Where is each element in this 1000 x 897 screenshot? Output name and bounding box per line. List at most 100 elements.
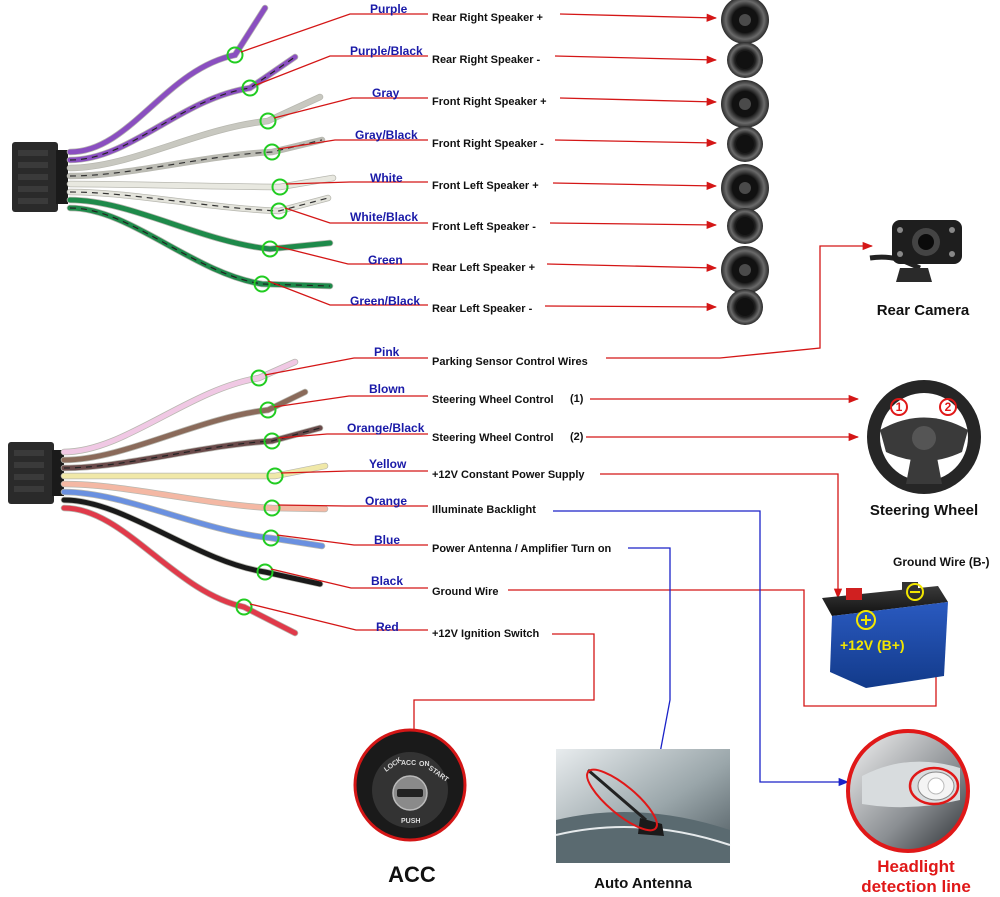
headlight-image [846,729,970,853]
bottom-wire-color-name: Black [371,574,403,588]
bottom-wire-color-name: Red [376,620,399,634]
speaker-icon [727,126,763,162]
speaker-icon [727,289,763,325]
splice-marker [263,143,281,161]
leader-line [285,181,428,185]
auto-antenna-label: Auto Antenna [594,875,692,892]
bottom-wire-function: +12V Ignition Switch [432,628,540,640]
rear-camera-icon [869,220,962,282]
bottom-wire-function: Power Antenna / Amplifier Turn on [432,543,612,555]
connection-arrow [544,302,718,312]
bottom-wire [61,481,328,512]
bottom-wire-function: Ground Wire [432,586,499,598]
speaker-icon [721,164,769,212]
acc-label: ACC [388,862,436,887]
ignition-key-icon [353,728,467,842]
splice-marker [270,202,288,220]
splice-marker [259,401,277,419]
top-wire-function: Rear Right Speaker + [432,12,543,24]
steering-button-2-label: 2 [945,400,952,414]
speaker-icon [721,80,769,128]
connection-arrow [554,55,718,64]
bottom-wire [61,505,298,636]
splice-marker [271,178,289,196]
speaker-icon [727,208,763,244]
bottom-wire-function: Parking Sensor Control Wires [432,356,588,368]
leader-line [273,395,428,408]
top-wire-stripe [69,207,331,287]
steering-wheel-icon [867,380,981,494]
connection-arrow [546,263,718,272]
splice-marker [226,46,244,64]
top-wire-color-name: Green [368,253,403,267]
top-wire-function: Rear Left Speaker - [432,303,533,315]
top-wire [67,175,336,190]
bottom-wire-color-name: Pink [374,345,400,359]
top-wire-color-name: Green/Black [350,294,420,308]
leader-line [270,568,428,589]
bottom-wire-color-name: Yellow [369,457,407,471]
splice-marker [259,112,277,130]
bottom-wire-color-name: Blue [374,533,400,547]
connection-arrow [554,138,718,147]
top-wire-color-name: Gray [372,86,400,100]
top-wire-function: Rear Left Speaker + [432,262,535,274]
key-acc-label: ACC [401,760,416,767]
top-wire-color-name: Gray/Black [355,128,418,142]
bottom-wire-function-index: (2) [570,431,584,443]
connection-arrow [552,181,718,190]
top-wire-function: Front Right Speaker - [432,138,544,150]
splice-marker [263,432,281,450]
speaker-icon [727,42,763,78]
top-wire [67,5,268,155]
leader-line [280,470,428,474]
leader-line [284,207,428,224]
ground-wire-negative-label: Ground Wire (B-) [893,555,990,569]
bottom-wire-function: Illuminate Backlight [432,504,536,516]
connector-top [12,142,68,212]
leader-line [255,55,428,86]
splice-marker [266,467,284,485]
top-wire-function: Front Right Speaker + [432,96,547,108]
splice-marker [253,275,271,293]
splice-marker [262,529,280,547]
bottom-wire-function-index: (1) [570,393,584,405]
top-wire-stripe [69,191,329,212]
connection-arrow [600,473,843,600]
top-wire-color-name: Purple [370,2,408,16]
splice-marker [235,598,253,616]
connection-arrow [549,220,718,230]
headlight-label-line1: Headlight [877,857,955,876]
leader-line [267,280,428,306]
splice-marker [261,240,279,258]
leader-line [264,357,428,376]
connection-arrow [559,97,718,106]
splice-marker [256,563,274,581]
leader-line [249,603,428,631]
rear-camera-label: Rear Camera [877,302,970,319]
bottom-wire [61,489,325,549]
speaker-icon [721,246,769,294]
connection-arrow [606,241,874,359]
bottom-wire [61,497,323,587]
top-wire-stripe [69,56,296,161]
bottom-wire-stripe [63,427,321,469]
battery-label: +12V (B+) [840,637,905,653]
top-wire [67,94,323,171]
leader-line [276,534,428,546]
bottom-wire-function: +12V Constant Power Supply [432,469,585,481]
bottom-wire [61,359,298,455]
top-wire-function: Front Left Speaker - [432,221,536,233]
bottom-wire [61,463,328,479]
connector-bottom [8,442,64,504]
top-wire [67,197,333,252]
leader-line [277,504,428,507]
top-wire-outline [66,136,326,180]
top-wire-color-name: Purple/Black [350,44,423,58]
top-wire-outline [66,4,269,156]
bottom-wire-function: Steering Wheel Control [432,394,554,406]
bottom-wire-color-name: Orange [365,494,407,508]
splice-marker [241,79,259,97]
top-wire-color-name: White/Black [350,210,418,224]
top-wire-function: Rear Right Speaker - [432,54,541,66]
